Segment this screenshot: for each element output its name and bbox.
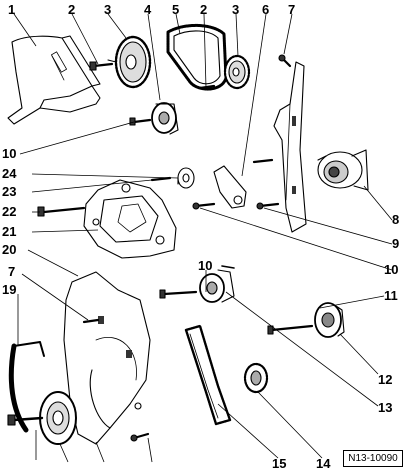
callout-24: 24	[2, 166, 17, 181]
upper-belt-guard-part	[7, 35, 101, 125]
camshaft-sprocket-part	[223, 54, 251, 90]
callout-8: 8	[392, 212, 399, 227]
coolant-pump-part	[317, 149, 369, 191]
bolt-part	[150, 176, 172, 182]
bolt-part	[7, 414, 44, 426]
toothed-belt-lower-part	[184, 324, 232, 426]
small-bolt-part	[278, 54, 292, 68]
callout-6: 6	[262, 2, 269, 17]
callout-10: 10	[384, 262, 398, 277]
callout-2: 2	[200, 2, 207, 17]
callout-2: 2	[68, 2, 75, 17]
callout-3: 3	[232, 2, 239, 17]
toothed-belt-part	[166, 24, 228, 91]
callout-10: 10	[2, 146, 16, 161]
callout-4: 4	[144, 2, 152, 17]
callout-11: 11	[384, 288, 398, 303]
callout-20: 20	[2, 242, 16, 257]
callout-14: 14	[316, 456, 331, 471]
callout-13: 13	[378, 400, 392, 415]
bolt-part	[252, 158, 274, 164]
rear-belt-guard-part	[273, 61, 307, 233]
callout-1: 1	[8, 2, 15, 17]
bolt-part	[129, 117, 152, 126]
bolt-part	[192, 202, 216, 210]
bolt-part	[130, 432, 150, 442]
bolt-part	[37, 206, 86, 217]
idler-roller-part	[314, 302, 345, 338]
callout-15: 15	[272, 456, 286, 471]
bolt-part	[89, 61, 114, 71]
crankshaft-pulley-part	[39, 391, 77, 445]
lower-belt-guard-part	[63, 271, 151, 445]
callout-5: 5	[172, 2, 179, 17]
callout-3: 3	[104, 2, 111, 17]
bolt-part	[159, 289, 198, 299]
callout-7: 7	[8, 264, 15, 279]
callout-19: 19	[2, 282, 16, 297]
callout-23: 23	[2, 184, 16, 199]
bolt-part	[267, 324, 314, 335]
callout-21: 21	[2, 224, 16, 239]
callout-12: 12	[378, 372, 392, 387]
engine-support-bracket-part	[83, 179, 177, 259]
camshaft-sprocket-part	[107, 35, 152, 89]
tensioner-roller-part	[151, 102, 179, 135]
bolt-part	[198, 84, 216, 90]
figure-code-label: N13-10090	[343, 450, 403, 467]
bolt-part	[256, 202, 280, 210]
callout-22: 22	[2, 204, 16, 219]
crankshaft-sprocket-part	[243, 362, 269, 394]
bolt-part	[82, 318, 100, 324]
callout-7: 7	[288, 2, 295, 17]
callout-9: 9	[392, 236, 399, 251]
callout-10: 10	[198, 258, 212, 273]
tensioner-bracket-part	[213, 165, 247, 209]
spacer-sleeve-part	[177, 167, 195, 189]
